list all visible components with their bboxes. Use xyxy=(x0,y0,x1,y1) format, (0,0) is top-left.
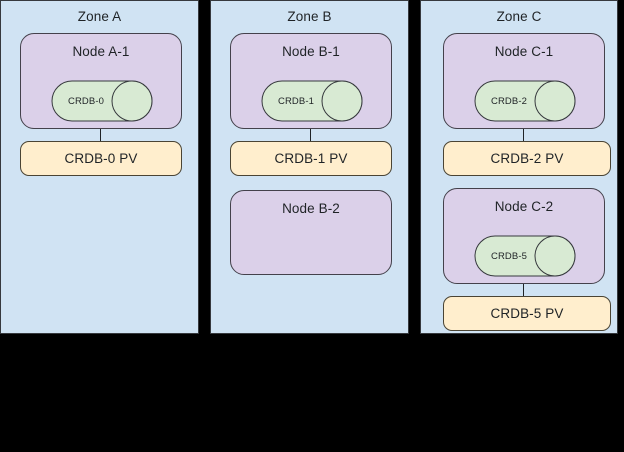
connector-crdb-2 xyxy=(523,129,524,143)
node-a-1-title: Node A-1 xyxy=(72,44,130,59)
pv-crdb-1: CRDB-1 PV xyxy=(230,141,392,176)
connector-crdb-5 xyxy=(523,284,524,298)
node-c-2: Node C-2 CRDB-5 xyxy=(443,188,605,284)
zone-b: Zone B Node B-1 CRDB-1 CRDB-1 PV Node B-… xyxy=(210,0,409,334)
pod-crdb-5: CRDB-5 xyxy=(474,235,576,277)
connector-crdb-1 xyxy=(310,129,311,143)
node-b-2-title: Node B-2 xyxy=(282,201,340,216)
node-b-2: Node B-2 xyxy=(230,190,392,275)
pv-crdb-5: CRDB-5 PV xyxy=(443,296,611,331)
zone-b-title: Zone B xyxy=(287,9,332,24)
node-b-1-title: Node B-1 xyxy=(282,44,340,59)
connector-crdb-0 xyxy=(100,129,101,143)
node-c-1-title: Node C-1 xyxy=(494,44,554,59)
node-b-1: Node B-1 CRDB-1 xyxy=(230,33,392,129)
zone-a-title: Zone A xyxy=(77,9,122,24)
pod-crdb-1: CRDB-1 xyxy=(261,80,363,122)
node-c-1: Node C-1 CRDB-2 xyxy=(443,33,605,129)
pv-crdb-2: CRDB-2 PV xyxy=(443,141,611,176)
zone-c-title: Zone C xyxy=(496,9,542,24)
node-a-1: Node A-1 CRDB-0 xyxy=(20,33,182,129)
pod-crdb-2: CRDB-2 xyxy=(474,80,576,122)
pv-crdb-0: CRDB-0 PV xyxy=(20,141,182,176)
zone-c: Zone C Node C-1 CRDB-2 CRDB-2 PV Node C-… xyxy=(420,0,618,334)
zone-a: Zone A Node A-1 CRDB-0 CRDB-0 PV xyxy=(0,0,199,334)
pod-crdb-0: CRDB-0 xyxy=(51,80,153,122)
node-c-2-title: Node C-2 xyxy=(494,199,554,214)
